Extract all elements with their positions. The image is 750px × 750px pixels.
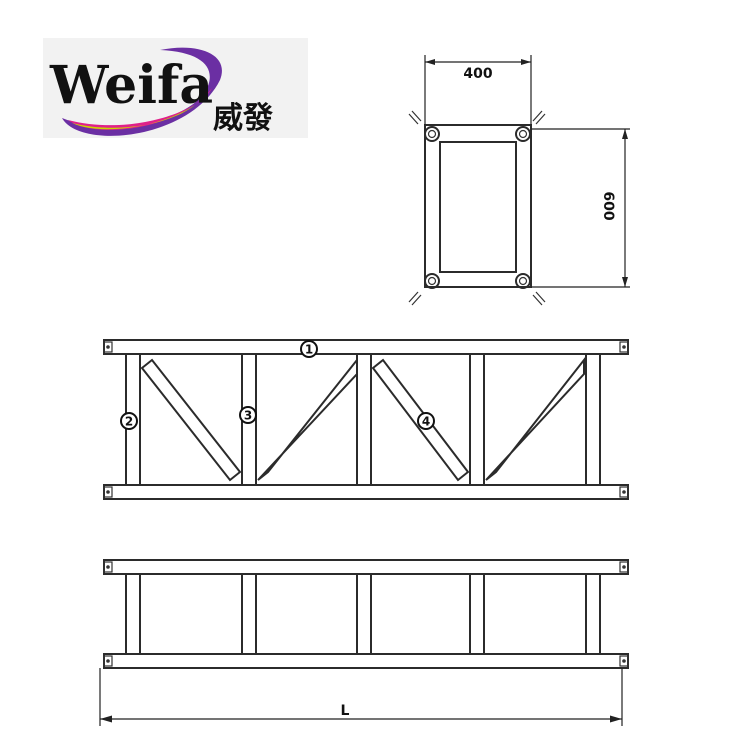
end-view: 400 600 <box>408 55 630 306</box>
callout-3: 3 <box>239 406 257 424</box>
logo-swoosh <box>62 47 222 136</box>
logo-swoosh-highlight <box>72 105 195 130</box>
height-dimension: 600 <box>531 128 630 288</box>
corner-tubes <box>424 126 531 289</box>
svg-text:2: 2 <box>125 415 133 429</box>
logo-latin-text: Weifa <box>49 55 213 116</box>
ladder-top-chord <box>103 559 629 575</box>
svg-text:4: 4 <box>422 415 430 429</box>
callout-4: 4 <box>417 412 435 430</box>
width-dimension: 400 <box>424 55 532 125</box>
svg-text:3: 3 <box>244 409 252 423</box>
connector-pins <box>408 110 546 306</box>
end-view-inner-frame <box>439 141 517 273</box>
svg-text:1: 1 <box>305 343 313 357</box>
end-view-outer-frame <box>424 124 532 288</box>
vertical-posts <box>125 353 601 486</box>
diagonal-braces <box>140 357 585 482</box>
ladder-bottom-chord <box>103 653 629 669</box>
callout-2: 2 <box>120 412 138 430</box>
width-label: 400 <box>463 66 492 82</box>
length-dimension: L <box>99 668 623 726</box>
logo-background <box>43 38 308 138</box>
height-label: 600 <box>600 191 616 220</box>
callout-1: 1 <box>300 340 318 358</box>
top-chord <box>103 339 629 355</box>
logo-chinese-text: 威發 <box>213 101 273 136</box>
weifa-logo: Weifa 威發 <box>43 38 308 138</box>
side-view-ladder <box>103 559 629 669</box>
bottom-chord <box>103 484 629 500</box>
side-view-diagonal: 1 2 3 4 <box>103 339 629 500</box>
length-label: L <box>341 703 350 719</box>
ladder-posts <box>125 573 601 655</box>
